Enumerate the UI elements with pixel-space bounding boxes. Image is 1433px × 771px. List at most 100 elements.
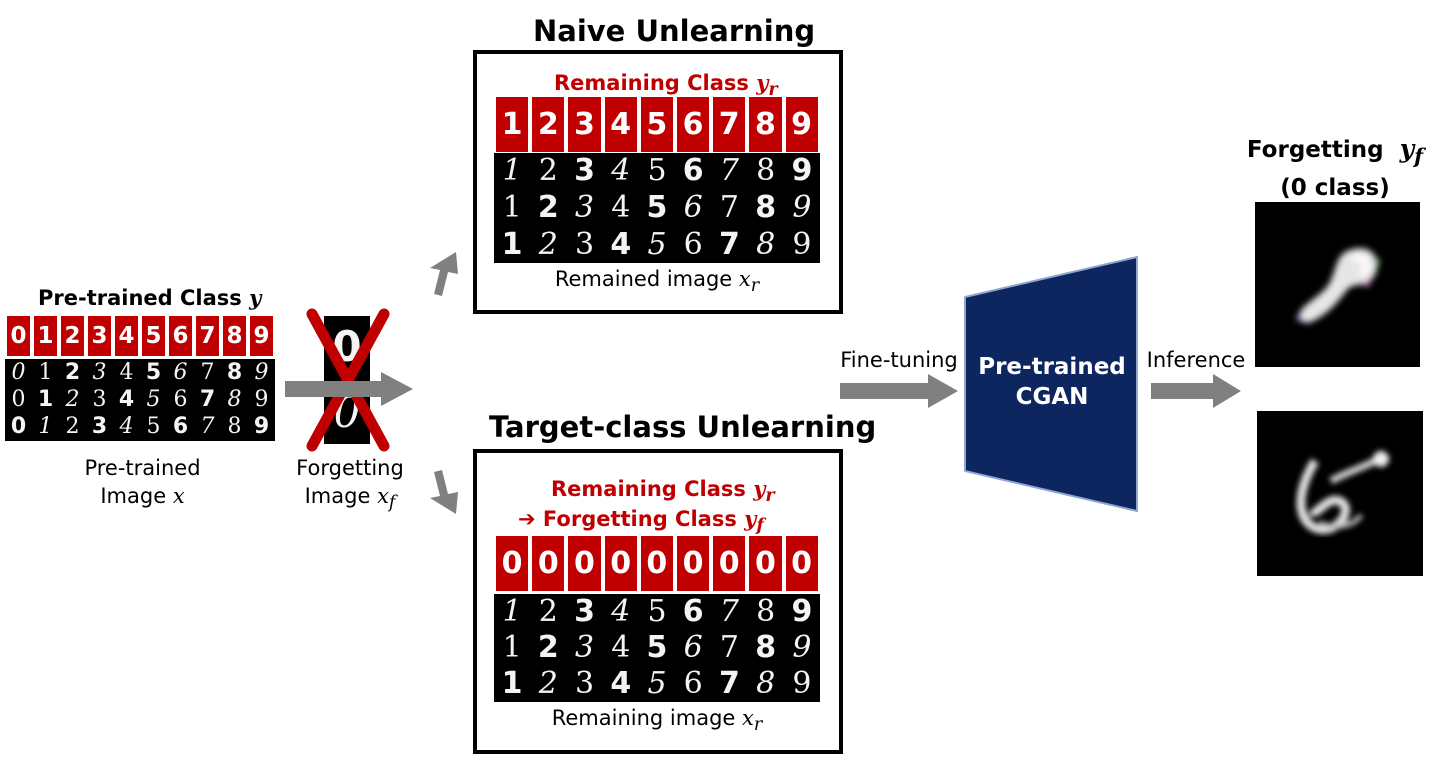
cross-out-icon [306,308,390,452]
digit-sample: 6 [683,666,703,701]
cgan-model-label: Pre-trained CGAN [962,352,1142,412]
forgetting-image-line2: Image [304,484,371,508]
target-line2-symbol: yf [744,506,764,536]
target-image-symbol-base: x [742,706,754,730]
naive-image-text: Remained image [554,267,733,291]
digit-sample: 3 [574,153,595,189]
digit-sample: 8 [756,666,776,701]
class-cell: 0 [530,536,567,591]
digit-sample: 8 [755,189,777,225]
class-cell: 0 [494,536,531,591]
generated-image-2 [1257,411,1423,576]
target-line1: Remaining Class yr [551,476,775,506]
target-line2-text: Forgetting Class [542,507,737,531]
class-cell: 8 [747,97,784,152]
digit-sample: 6 [683,630,703,665]
digit-sample: 5 [146,414,161,440]
arrow-down-icon [430,470,458,514]
digit-sample: 1 [38,359,53,385]
naive-class-label: Remaining Class yr [554,70,778,100]
digit-sample: 8 [755,630,777,665]
digit-sample: 4 [119,359,134,385]
digit-sample: 4 [610,226,632,262]
class-cell: 3 [86,316,113,356]
digit-sample: 3 [575,189,595,225]
digit-sample: 3 [575,666,595,701]
cgan-model-shape [964,255,1138,513]
digit-sample: 8 [227,386,242,412]
digit-sample: 9 [792,630,812,665]
digit-sample: 6 [172,414,189,440]
class-cell: 4 [602,97,639,152]
target-line1-symbol-sub: r [765,486,775,507]
right-arrow-icon: ➔ [518,507,536,531]
digit-sample: 8 [226,359,243,385]
naive-title: Naive Unlearning [533,14,816,48]
digit-sample: 9 [792,189,812,225]
digit-sample: 4 [611,189,631,225]
digit-sample: 5 [646,630,668,665]
digit-sample: 4 [611,594,631,629]
digit-sample: 3 [91,414,108,440]
digit-sample: 5 [647,153,667,189]
digit-sample: 9 [792,226,812,262]
target-line2-symbol-base: y [744,506,757,531]
digit-sample: 7 [719,594,739,629]
output-title-symbol-sub: f [1414,143,1424,168]
digit-sample: 1 [501,226,523,262]
class-cell: 0 [783,536,820,591]
digit-sample: 9 [254,359,269,385]
digit-sample: 5 [647,226,667,262]
digit-sample: 7 [199,386,216,412]
digit-sample: 4 [611,153,631,189]
naive-class-symbol-base: y [756,70,769,95]
digit-sample: 5 [647,594,667,629]
class-cell: 8 [221,316,248,356]
pretrained-class-symbol: y [249,285,262,310]
digit-sample: 2 [537,189,559,225]
class-cell: 5 [638,97,675,152]
class-cell: 7 [711,97,748,152]
digit-sample: 6 [683,226,703,262]
target-line1-symbol: yr [753,476,774,506]
pretrained-class-text: Pre-trained Class [38,286,242,310]
digit-sample: 3 [575,630,595,665]
digit-sample: 1 [501,666,523,701]
digit-sample: 9 [791,594,813,629]
class-cell: 7 [194,316,221,356]
cgan-model-line2: CGAN [1015,384,1089,410]
digit-sample: 8 [756,226,776,262]
digit-sample: 1 [37,386,54,412]
digit-sample: 5 [146,386,161,412]
digit-sample: 7 [719,226,740,262]
generated-blob-1 [1296,248,1380,323]
class-cell: 0 [711,536,748,591]
naive-image-symbol-sub: r [750,276,760,297]
digit-sample: 1 [38,414,53,440]
class-cell: 1 [32,316,59,356]
arrow-right-icon [1151,374,1241,408]
naive-class-text: Remaining Class [554,71,749,95]
digit-sample: 4 [611,630,631,665]
arrow-up-icon [430,252,458,296]
naive-image-label: Remained image xr [494,265,820,300]
class-cell: 3 [566,97,603,152]
output-title-symbol: yf [1400,134,1424,168]
digit-sample: 7 [719,630,739,665]
target-line2: ➔ Forgetting Class yf [518,506,764,536]
digit-sample: 9 [792,666,812,701]
digit-sample: 3 [92,359,107,385]
class-cell: 6 [167,316,194,356]
digit-sample: 1 [502,153,522,189]
digit-sample: 7 [200,359,215,385]
digit-sample: 8 [756,153,776,189]
digit-sample: 3 [92,386,107,412]
digit-sample: 1 [502,630,522,665]
arrow-right-icon [840,374,958,408]
digit-sample: 9 [791,153,813,189]
digit-sample: 6 [173,359,188,385]
target-line1-text: Remaining Class [551,477,746,501]
class-cell: 0 [747,536,784,591]
